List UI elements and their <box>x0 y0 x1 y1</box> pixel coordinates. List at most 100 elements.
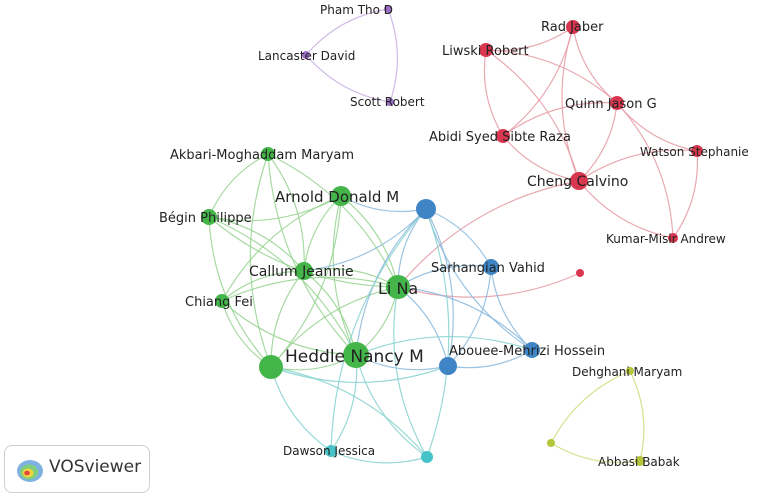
node-abbasi[interactable] <box>635 456 645 466</box>
edge-quinn-abidi <box>502 102 618 137</box>
node-label-dehghani: Dehghani Maryam <box>572 365 682 379</box>
node-callum[interactable] <box>295 262 313 280</box>
edge-cheng-watson <box>578 149 698 182</box>
edge-cyandot-li <box>393 286 428 458</box>
node-label-rad: Rad Jaber <box>541 20 604 35</box>
edge-pham-scott <box>387 8 398 103</box>
edge-pham-lancaster <box>305 8 389 56</box>
node-layer <box>201 5 703 466</box>
edge-watson-kumar <box>672 150 699 239</box>
node-quinn[interactable] <box>610 96 624 110</box>
edge-arnold-heddle <box>332 195 357 356</box>
node-label-dawson: Dawson Jessica <box>283 444 375 458</box>
vosviewer-badge-label: VOSviewer <box>49 457 142 477</box>
edge-abbasi-yellowdot <box>550 442 641 464</box>
node-label-quinn: Quinn Jason G <box>565 97 657 112</box>
edge-liwski-abidi <box>483 49 504 137</box>
edge-reddot-li <box>397 272 581 298</box>
edge-lancaster-scott <box>305 54 391 103</box>
edge-chiang-greenbig <box>221 300 272 368</box>
node-label-li: Li Na <box>378 279 418 298</box>
edge-li-greenbig <box>270 286 399 368</box>
node-heddle[interactable] <box>343 342 369 368</box>
node-cyandot[interactable] <box>421 451 433 463</box>
edge-arnold-begin <box>208 195 342 222</box>
node-yellowdot[interactable] <box>547 439 555 447</box>
node-label-watson: Watson Stephanie <box>640 145 749 159</box>
node-label-akbari: Akbari-Moghaddam Maryam <box>170 148 354 163</box>
edge-liwski-quinn <box>485 49 618 104</box>
node-sarhangian[interactable] <box>483 259 499 275</box>
edge-akbari-greenbig <box>249 153 272 368</box>
edge-akbari-li <box>267 153 399 288</box>
edge-bluetop-bluemid <box>425 208 454 367</box>
edge-bluetop-abouee <box>425 208 533 351</box>
node-liwski[interactable] <box>479 43 493 57</box>
node-label-heddle: Heddle Nancy M <box>285 347 424 367</box>
edge-chiang-heddle <box>221 300 357 356</box>
edge-rad-cheng <box>561 26 580 182</box>
edge-callum-chiang <box>221 270 305 302</box>
node-begin[interactable] <box>201 209 217 225</box>
node-label-abbasi: Abbasi Babak <box>598 455 680 469</box>
edge-sarhangian-bluemid <box>447 266 492 367</box>
node-li[interactable] <box>386 275 410 299</box>
edge-akbari-begin <box>208 153 269 218</box>
edge-dawson-bluetop <box>330 208 427 452</box>
node-pham[interactable] <box>384 5 392 13</box>
edge-cyandot-bluetop <box>425 208 450 458</box>
node-reddot[interactable] <box>576 269 584 277</box>
edge-akbari-callum <box>267 153 305 272</box>
edge-akbari-heddle <box>267 153 357 356</box>
node-label-begin: Bégin Philippe <box>159 211 252 226</box>
edge-liwski-cheng <box>485 49 580 182</box>
node-scott[interactable] <box>386 98 394 106</box>
node-bluemid[interactable] <box>439 357 457 375</box>
node-kumar[interactable] <box>668 233 678 243</box>
node-label-chiang: Chiang Fei <box>185 295 253 310</box>
edge-dehghani-abbasi <box>629 370 645 462</box>
vosviewer-logo-icon <box>17 460 43 482</box>
edge-dehghani-yellowdot <box>550 370 631 444</box>
edge-begin-callum <box>208 216 305 272</box>
vosviewer-badge[interactable]: VOSviewer <box>4 445 150 493</box>
node-abouee[interactable] <box>524 342 540 358</box>
edge-cyandot-greenbig <box>270 366 428 458</box>
node-label-pham: Pham Tho D <box>320 3 393 17</box>
edge-rad-quinn <box>572 26 618 104</box>
node-label-cheng: Cheng Calvino <box>527 174 628 190</box>
edge-quinn-kumar <box>616 102 674 239</box>
node-label-lancaster: Lancaster David <box>258 49 355 63</box>
edge-heddle-abouee <box>355 336 533 356</box>
node-akbari[interactable] <box>261 147 275 161</box>
node-label-abouee: Abouee-Mehrizi Hossein <box>449 344 605 359</box>
node-greenbig[interactable] <box>259 355 283 379</box>
node-rad[interactable] <box>566 20 580 34</box>
node-label-arnold: Arnold Donald M <box>275 188 399 206</box>
edge-dawson-cyandot <box>330 450 428 464</box>
edge-abidi-cheng <box>502 135 580 182</box>
edge-sarhangian-abouee <box>490 266 533 351</box>
node-label-kumar: Kumar-Misir Andrew <box>606 232 726 246</box>
node-label-abidi: Abidi Syed Sibte Raza <box>429 130 571 145</box>
node-lancaster[interactable] <box>302 51 310 59</box>
node-dehghani[interactable] <box>626 367 634 375</box>
node-arnold[interactable] <box>331 186 351 206</box>
node-label-scott: Scott Robert <box>350 95 425 109</box>
node-chiang[interactable] <box>215 294 229 308</box>
node-abidi[interactable] <box>496 129 510 143</box>
edge-arnold-chiang <box>221 195 342 302</box>
node-bluetop[interactable] <box>416 199 436 219</box>
edge-arnold-callum <box>303 195 342 272</box>
edge-greenbig-bluemid <box>270 365 449 384</box>
node-cheng[interactable] <box>570 172 588 190</box>
edge-cheng-kumar <box>578 180 674 239</box>
edge-begin-heddle <box>208 216 357 356</box>
node-watson[interactable] <box>691 145 703 157</box>
node-dawson[interactable] <box>325 445 337 457</box>
node-label-callum: Callum Jeannie <box>249 264 354 280</box>
node-label-sarhangian: Sarhangian Vahid <box>431 261 545 276</box>
edge-abouee-li <box>397 286 533 351</box>
